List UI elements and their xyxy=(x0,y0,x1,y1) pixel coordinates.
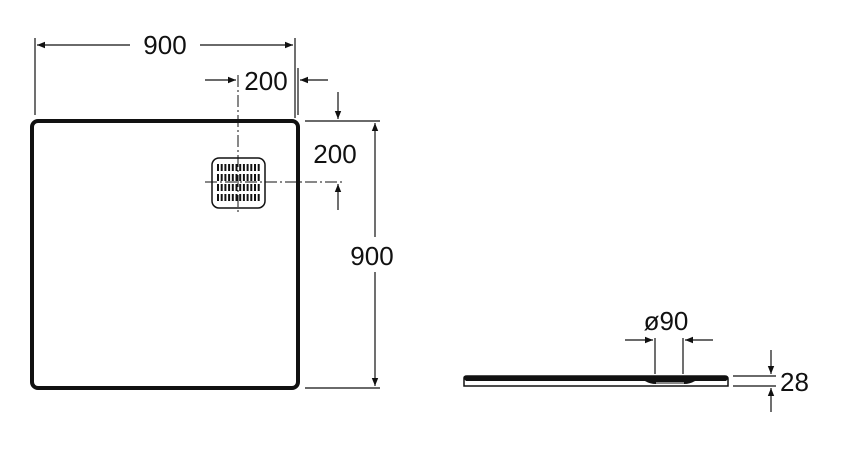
drain-offset-y-dimension: 200 xyxy=(305,92,380,210)
drain-offset-x-label: 200 xyxy=(244,66,287,96)
tray-side-profile xyxy=(463,375,729,387)
drain-offset-y-label: 200 xyxy=(313,139,356,169)
width-label: 900 xyxy=(143,30,186,60)
height-dimension: 28 xyxy=(733,350,809,412)
drain-offset-x-dimension: 200 xyxy=(205,66,328,115)
tray-outline xyxy=(30,119,300,390)
drain-grate-icon xyxy=(211,157,266,209)
drain-diameter-label: ø90 xyxy=(644,306,689,336)
depth-dimension: 900 xyxy=(305,123,394,389)
width-dimension: 900 xyxy=(34,30,296,118)
depth-label: 900 xyxy=(350,241,393,271)
height-label: 28 xyxy=(780,367,809,397)
drain-diameter-dimension: ø90 xyxy=(625,306,713,374)
